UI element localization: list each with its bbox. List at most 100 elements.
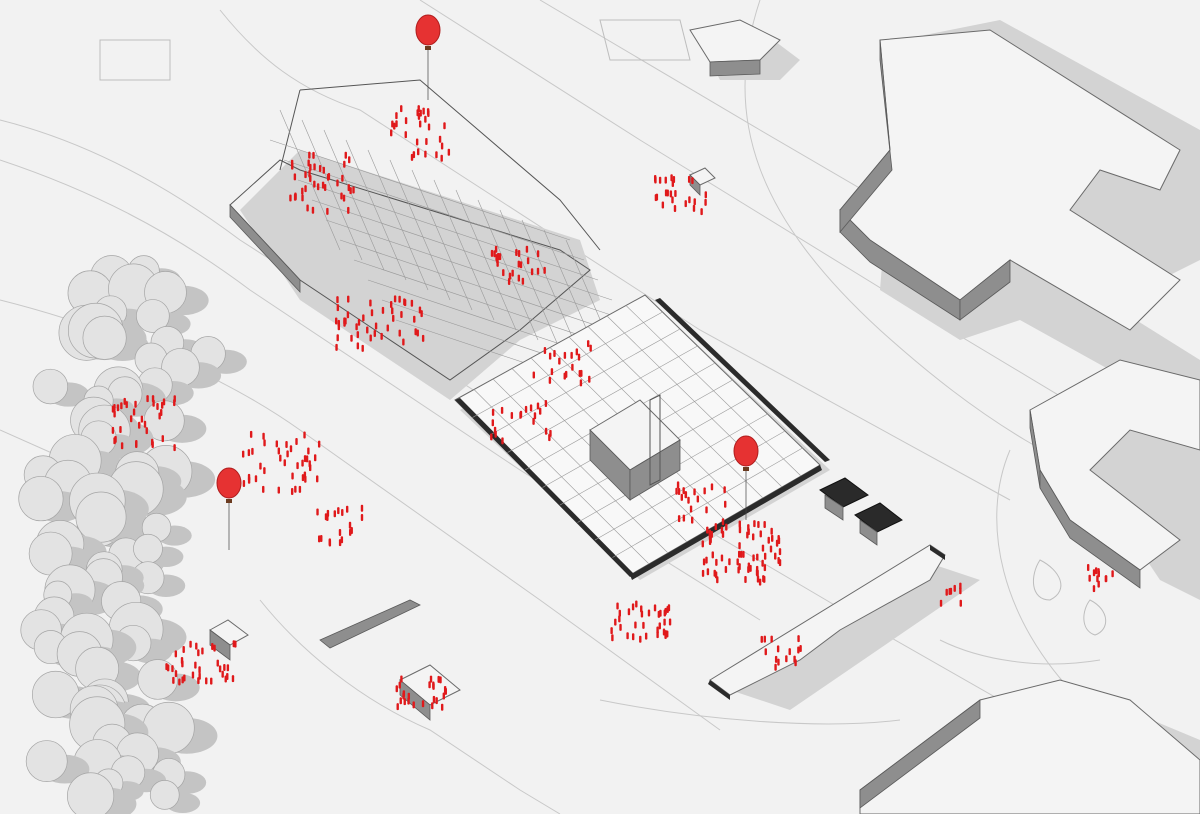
person-figure-icon — [343, 319, 346, 327]
person-figure-icon — [347, 295, 350, 303]
person-figure-icon — [666, 630, 669, 638]
person-figure-icon — [435, 151, 438, 159]
person-figure-icon — [247, 449, 251, 457]
person-figure-icon — [348, 528, 352, 536]
person-figure-icon — [407, 697, 410, 705]
person-figure-icon — [400, 105, 403, 113]
person-figure-icon — [536, 267, 540, 275]
person-figure-icon — [381, 306, 385, 314]
person-figure-icon — [525, 245, 529, 253]
person-figure-icon — [111, 426, 115, 434]
tree-belt — [18, 255, 247, 814]
person-figure-icon — [198, 666, 201, 674]
person-figure-icon — [113, 403, 116, 411]
person-figure-icon — [428, 681, 431, 689]
person-figure-icon — [767, 536, 770, 544]
person-figure-icon — [757, 520, 760, 528]
person-figure-icon — [120, 442, 124, 450]
person-figure-icon — [689, 505, 693, 513]
person-figure-icon — [440, 703, 444, 711]
person-figure-icon — [197, 649, 200, 657]
person-figure-icon — [1104, 575, 1108, 583]
person-figure-icon — [738, 542, 741, 550]
person-figure-icon — [308, 170, 311, 178]
person-figure-icon — [670, 174, 673, 182]
person-figure-icon — [548, 434, 551, 442]
kiosk-icon — [209, 619, 249, 661]
person-figure-icon — [419, 109, 422, 117]
person-figure-icon — [550, 368, 554, 376]
person-figure-icon — [533, 412, 537, 420]
person-figure-icon — [189, 640, 192, 648]
person-figure-icon — [553, 349, 556, 357]
person-figure-icon — [338, 529, 342, 537]
person-figure-icon — [146, 395, 149, 403]
person-figure-icon — [706, 568, 710, 576]
person-figure-icon — [619, 623, 622, 631]
person-figure-icon — [548, 352, 552, 360]
person-figure-icon — [799, 644, 802, 652]
person-figure-icon — [701, 569, 705, 577]
person-figure-icon — [355, 323, 358, 331]
person-figure-icon — [347, 206, 350, 214]
person-figure-icon — [536, 402, 540, 410]
person-figure-icon — [716, 576, 719, 584]
person-figure-icon — [939, 599, 943, 607]
person-figure-icon — [335, 343, 338, 351]
hot-air-balloon-icon — [216, 467, 242, 550]
person-figure-icon — [763, 564, 767, 572]
person-figure-icon — [498, 253, 502, 261]
person-figure-icon — [226, 664, 230, 672]
person-figure-icon — [570, 351, 573, 359]
person-figure-icon — [618, 609, 621, 617]
person-figure-icon — [674, 190, 677, 198]
person-figure-icon — [770, 635, 773, 643]
person-figure-icon — [439, 676, 442, 684]
person-figure-icon — [435, 697, 438, 705]
person-figure-icon — [510, 412, 514, 420]
person-figure-icon — [402, 692, 405, 700]
person-figure-icon — [440, 142, 444, 150]
person-figure-icon — [421, 334, 425, 342]
person-figure-icon — [294, 485, 297, 493]
person-figure-icon — [342, 194, 346, 202]
person-figure-icon — [1097, 580, 1100, 588]
person-figure-icon — [704, 191, 707, 199]
person-figure-icon — [340, 536, 344, 544]
person-figure-icon — [337, 323, 341, 331]
person-figure-icon — [797, 635, 800, 643]
person-figure-icon — [343, 160, 346, 168]
person-figure-icon — [321, 181, 325, 189]
hot-air-balloons — [216, 14, 759, 550]
kiosk-icon — [399, 664, 461, 721]
person-figure-icon — [410, 153, 414, 161]
person-figure-icon — [677, 515, 681, 523]
market-hall-frame — [229, 79, 601, 400]
person-figure-icon — [182, 645, 185, 653]
person-figure-icon — [763, 635, 766, 643]
person-figure-icon — [306, 204, 309, 212]
person-figure-icon — [294, 192, 297, 200]
person-figure-icon — [770, 527, 773, 535]
person-figure-icon — [661, 201, 665, 209]
person-figure-icon — [347, 184, 350, 192]
person-figure-icon — [197, 677, 200, 685]
person-figure-icon — [443, 122, 446, 130]
person-figure-icon — [349, 187, 352, 195]
person-figure-icon — [519, 411, 522, 419]
person-figure-icon — [688, 196, 691, 204]
person-figure-icon — [312, 151, 315, 159]
person-figure-icon — [437, 675, 440, 683]
person-figure-icon — [135, 441, 138, 449]
person-figure-icon — [763, 520, 766, 528]
person-figure-icon — [656, 631, 659, 639]
person-figure-icon — [490, 249, 494, 257]
person-figure-icon — [173, 399, 176, 407]
person-figure-icon — [706, 526, 709, 534]
person-figure-icon — [544, 400, 548, 408]
person-figure-icon — [517, 260, 521, 268]
person-figure-icon — [369, 334, 372, 342]
person-figure-icon — [496, 259, 499, 267]
person-figure-icon — [701, 540, 704, 548]
person-figure-icon — [508, 272, 512, 280]
